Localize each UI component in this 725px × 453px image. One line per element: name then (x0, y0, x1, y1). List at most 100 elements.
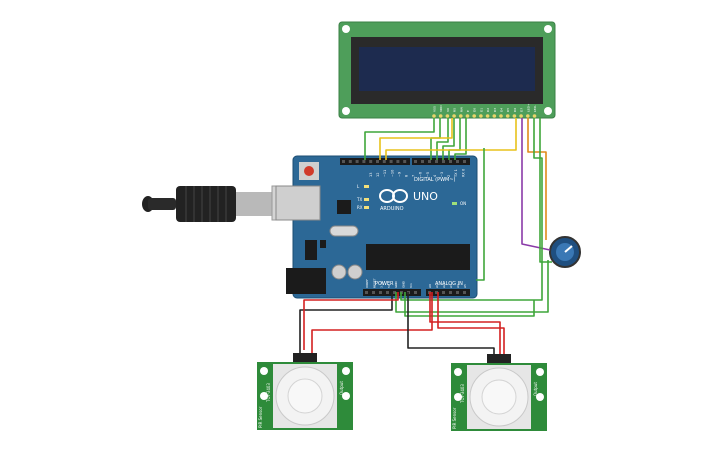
lcd-pin[interactable] (445, 114, 450, 118)
power-label: POWER (375, 281, 394, 287)
digital-pin-label: ~6 (419, 172, 423, 177)
potentiometer[interactable] (549, 236, 581, 268)
wire-green-3 (436, 118, 449, 160)
lcd-pin-label: D4 (500, 108, 504, 112)
lcd-pin[interactable] (472, 114, 477, 118)
atmega-chip (366, 244, 470, 270)
digital-header-right (412, 158, 470, 165)
digital-pin-label: TX 1 (454, 169, 458, 178)
wire-red-right-1 (429, 292, 501, 354)
digital-pin-label: 13 (369, 173, 373, 177)
wire-red-left-2 (311, 292, 433, 353)
led-rx-label: RX (357, 205, 363, 210)
lcd-pin-label: LED- (533, 105, 537, 112)
power-pin-label: IOREF (365, 279, 369, 288)
lcd-pin-label: D2 (486, 108, 490, 112)
analog-pin-label: A0 (428, 284, 432, 288)
digital-pin-label: 7 (412, 175, 416, 177)
lcd-pin-label: D6 (513, 108, 517, 112)
lcd-screen (359, 47, 535, 91)
lcd-pin-label: D1 (479, 108, 483, 112)
digital-pin-label: 2 (447, 175, 451, 177)
power-pin-label: 5V (387, 283, 391, 288)
lcd-pin[interactable] (532, 114, 537, 118)
power-pin-label: GND (394, 280, 398, 288)
lcd-pin[interactable] (485, 114, 490, 118)
lcd-pin-label: D5 (506, 108, 510, 112)
led-tx-label: TX (356, 197, 362, 202)
wire-black-right (407, 292, 495, 354)
analog-header (426, 289, 470, 296)
pir-right-output-label: Output (533, 382, 538, 396)
arduino-uno-board[interactable]: UNO ARDUINO DIGITAL (PWM~) POWER ANALOG … (275, 155, 478, 299)
analog-pin-label: A3 (449, 284, 453, 288)
lcd-pin[interactable] (526, 114, 530, 118)
board-model: UNO (413, 190, 438, 203)
wire-red-right-2 (437, 292, 505, 354)
lcd-pin-label: D3 (493, 108, 497, 112)
lcd-pin[interactable] (499, 114, 503, 118)
wire-yellow-1 (379, 118, 453, 160)
lcd-pin[interactable] (432, 114, 436, 118)
pir-sensor-left[interactable]: PIR Sensor TOY-3403 Output (257, 353, 353, 430)
wire-green-6 (454, 118, 467, 160)
pir-sensor-right[interactable]: PIR Sensor TOY-3403 Output (451, 354, 547, 431)
pir-left-code: TOY-3403 (266, 383, 271, 403)
lcd-pin-label: VDD (439, 105, 443, 112)
lcd-pin-label: VSS (433, 106, 437, 112)
wire-green-2 (430, 118, 441, 160)
pir-right-label: PIR Sensor (452, 407, 457, 429)
wire-green-1 (364, 118, 435, 160)
wire-green-bus-2 (395, 260, 549, 313)
wire-green-pot-1 (400, 118, 543, 301)
analog-pin-label: A2 (442, 284, 446, 288)
lcd-pin[interactable] (512, 114, 517, 118)
lcd-pin-label: D7 (520, 108, 524, 112)
digital-pin-label: ~3 (440, 172, 444, 177)
lcd-pin-label: E (466, 110, 470, 112)
power-pin-label: 3.3V (380, 280, 384, 288)
digital-pin-label: ~11 (383, 170, 387, 177)
lcd-pin-label: RW (459, 107, 463, 112)
lcd-pin[interactable] (519, 114, 523, 118)
digital-pin-label: RX 0 (461, 169, 465, 177)
lcd-pin[interactable] (459, 114, 463, 118)
digital-pin-label: 12 (376, 173, 380, 177)
digital-label: DIGITAL (PWM~) (414, 177, 456, 183)
analog-label: ANALOG IN (435, 281, 463, 287)
lcd-pin-label: D0 (473, 108, 477, 112)
led-on-label: ON (460, 201, 466, 206)
pir-left-output-label: Output (339, 381, 344, 395)
digital-pin-label: ~5 (426, 172, 430, 177)
pir-right-code: TOY-3403 (460, 384, 465, 404)
pir-left-label: PIR Sensor (258, 406, 263, 428)
led-l-label: L (357, 184, 360, 189)
wire-green-4 (442, 118, 455, 160)
digital-pin-label: 4 (433, 174, 437, 177)
analog-pin-label: A1 (435, 284, 439, 288)
lcd-pin[interactable] (479, 114, 483, 118)
wire-green-bus-3 (404, 292, 535, 317)
lcd-pin-label: LED+ (526, 103, 530, 112)
power-pin-label: GND (402, 280, 406, 288)
digital-pin-label: ~10 (390, 170, 394, 177)
lcd-pin[interactable] (492, 114, 497, 118)
power-jack (286, 268, 326, 294)
lcd-pin[interactable] (452, 114, 456, 118)
wire-red-left-1 (303, 292, 399, 350)
wire-green-bus-1 (476, 148, 485, 281)
lcd-pin-label: RS (453, 108, 457, 112)
power-pin-label: RESET (372, 278, 376, 288)
lcd-pin[interactable] (505, 114, 510, 118)
power-pin-label: Vin (409, 283, 413, 288)
lcd-pin[interactable] (438, 114, 443, 118)
wire-orange (527, 118, 547, 240)
arduino-logo-icon (379, 189, 408, 203)
lcd-pin[interactable] (465, 114, 470, 118)
lcd-pin-label: V0 (446, 108, 450, 112)
